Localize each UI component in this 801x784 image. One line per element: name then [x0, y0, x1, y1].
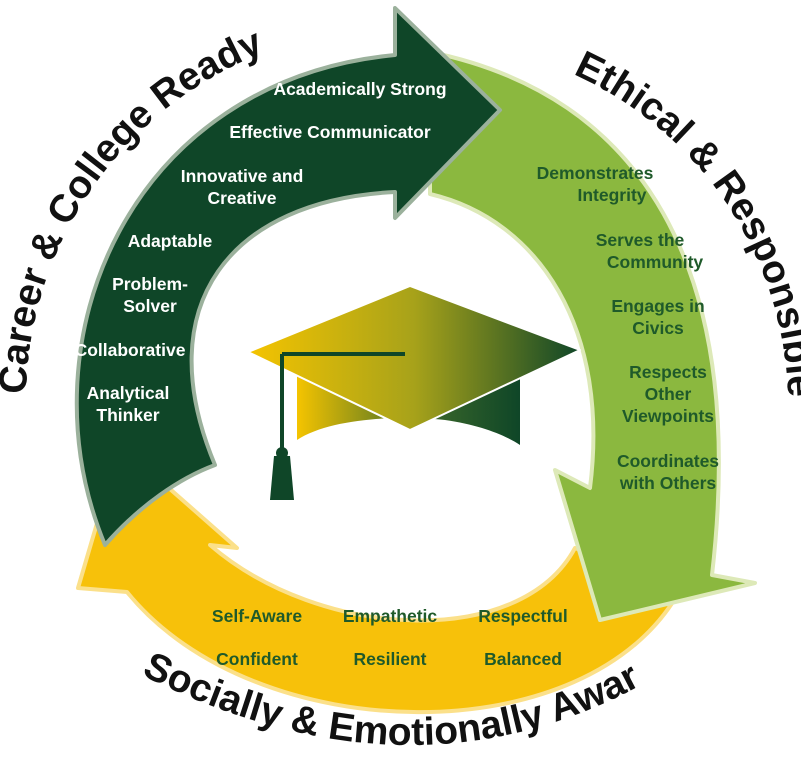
ethical-item: Demonstrates: [537, 163, 654, 183]
career-item: Innovative and: [181, 166, 304, 186]
ethical-item: Community: [607, 252, 704, 272]
ethical-item: Civics: [632, 318, 684, 338]
graduation-cap-icon: [247, 285, 581, 500]
social-arrow: [76, 443, 682, 715]
social-item: Resilient: [354, 649, 427, 669]
career-item: Creative: [207, 188, 276, 208]
ethical-items: Demonstrates Integrity Serves the Commun…: [537, 163, 720, 493]
social-item: Empathetic: [343, 606, 438, 626]
ethical-item: Serves the: [596, 230, 685, 250]
social-items: Self-Aware Empathetic Respectful Confide…: [212, 606, 568, 669]
career-arrow: [74, 6, 502, 547]
ethical-item: Other: [645, 384, 692, 404]
ethical-arrow: [428, 50, 757, 622]
social-item: Confident: [216, 649, 298, 669]
ethical-item: Respects: [629, 362, 707, 382]
career-item: Adaptable: [128, 231, 213, 251]
ethical-item: Coordinates: [617, 451, 719, 471]
career-item: Effective Communicator: [229, 122, 430, 142]
ethical-item: Integrity: [577, 185, 646, 205]
social-item: Self-Aware: [212, 606, 302, 626]
ethical-item: Viewpoints: [622, 406, 714, 426]
ethical-item: Engages in: [611, 296, 704, 316]
career-item: Thinker: [96, 405, 159, 425]
career-item: Collaborative: [75, 340, 186, 360]
social-item: Balanced: [484, 649, 562, 669]
ethical-item: with Others: [619, 473, 717, 493]
social-item: Respectful: [478, 606, 567, 626]
career-item: Academically Strong: [273, 79, 446, 99]
career-item: Analytical: [87, 383, 170, 403]
career-item: Solver: [123, 296, 177, 316]
career-items: Academically Strong Effective Communicat…: [75, 79, 447, 425]
career-item: Problem-: [112, 274, 188, 294]
